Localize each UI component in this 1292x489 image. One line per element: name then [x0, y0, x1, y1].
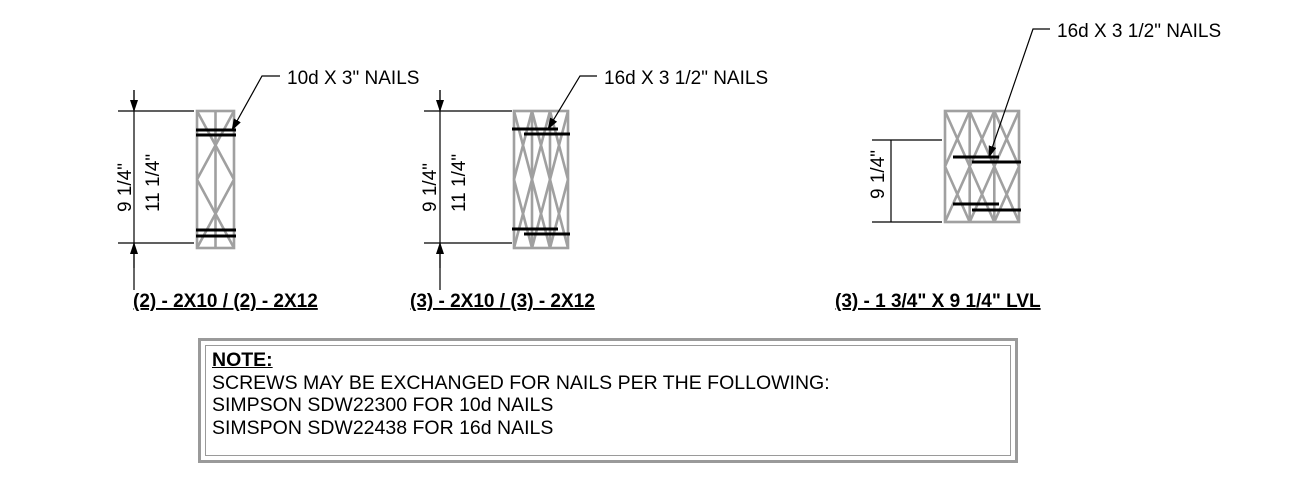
detail-2-title: (3) - 2X10 / (3) - 2X12 [410, 291, 595, 312]
detail-3-dimension-lines [872, 139, 942, 223]
detail-1-dim-outer: 11 1/4" [143, 154, 164, 212]
detail-2-triple-2x-beam: 16d X 3 1/2" NAILS 9 1/4" 11 1/4" (3) - … [410, 68, 768, 312]
detail-2-lumber-section [512, 109, 570, 250]
detail-3-lvl-beam: 16d X 3 1/2" NAILS 9 1/4" (3) - 1 3/4" X… [835, 21, 1221, 312]
detail-3-callout-text: 16d X 3 1/2" NAILS [1057, 21, 1221, 42]
detail-3-title: (3) - 1 3/4" X 9 1/4" LVL [835, 291, 1041, 312]
note-box: NOTE: SCREWS MAY BE EXCHANGED FOR NAILS … [198, 338, 1018, 463]
detail-1-double-2x-beam: 10d X 3" NAILS 9 1/4" 11 1/4" (2) - 2X10… [115, 68, 419, 312]
note-title: NOTE: [212, 349, 273, 371]
detail-1-callout-text: 10d X 3" NAILS [287, 68, 419, 89]
note-text-block: NOTE: SCREWS MAY BE EXCHANGED FOR NAILS … [212, 349, 830, 439]
detail-2-dim-inner: 9 1/4" [420, 163, 441, 212]
detail-3-dim-inner: 9 1/4" [868, 150, 889, 199]
detail-2-callout-leader [547, 75, 597, 130]
note-box-inner-border: NOTE: SCREWS MAY BE EXCHANGED FOR NAILS … [205, 345, 1011, 456]
detail-3-callout-leader [988, 28, 1050, 158]
note-line-1: SCREWS MAY BE EXCHANGED FOR NAILS PER TH… [212, 371, 830, 394]
note-line-3: SIMSPON SDW22438 FOR 16d NAILS [212, 416, 554, 439]
detail-2-dim-outer: 11 1/4" [449, 154, 470, 212]
detail-2-callout-text: 16d X 3 1/2" NAILS [604, 68, 768, 89]
detail-2-dimension-lines [424, 90, 512, 290]
detail-1-nails [196, 128, 236, 238]
detail-1-dimension-lines [118, 90, 194, 290]
note-line-2: SIMPSON SDW22300 FOR 10d NAILS [212, 394, 554, 416]
detail-1-callout-leader [231, 75, 280, 131]
detail-1-lumber-section [195, 109, 236, 250]
detail-1-title: (2) - 2X10 / (2) - 2X12 [133, 291, 318, 312]
detail-1-dim-inner: 9 1/4" [115, 163, 136, 212]
